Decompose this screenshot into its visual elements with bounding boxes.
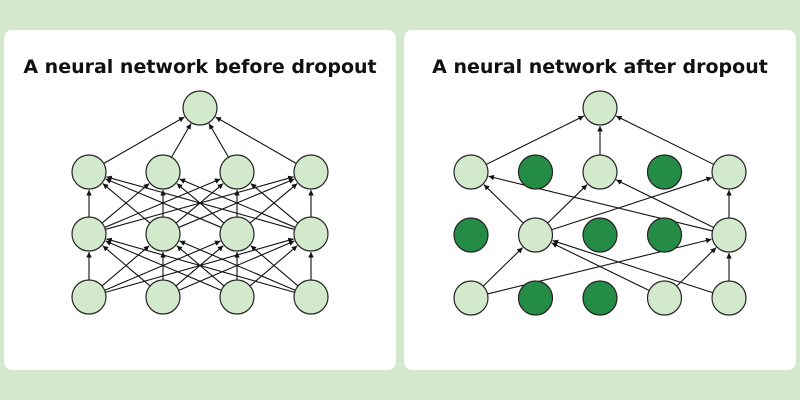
panel-after-dropout: A neural network after dropout — [404, 30, 796, 370]
panel-title-before: A neural network before dropout — [23, 56, 377, 78]
panel-title-after: A neural network after dropout — [432, 56, 768, 78]
panel-before-dropout: A neural network before dropout — [4, 30, 396, 370]
